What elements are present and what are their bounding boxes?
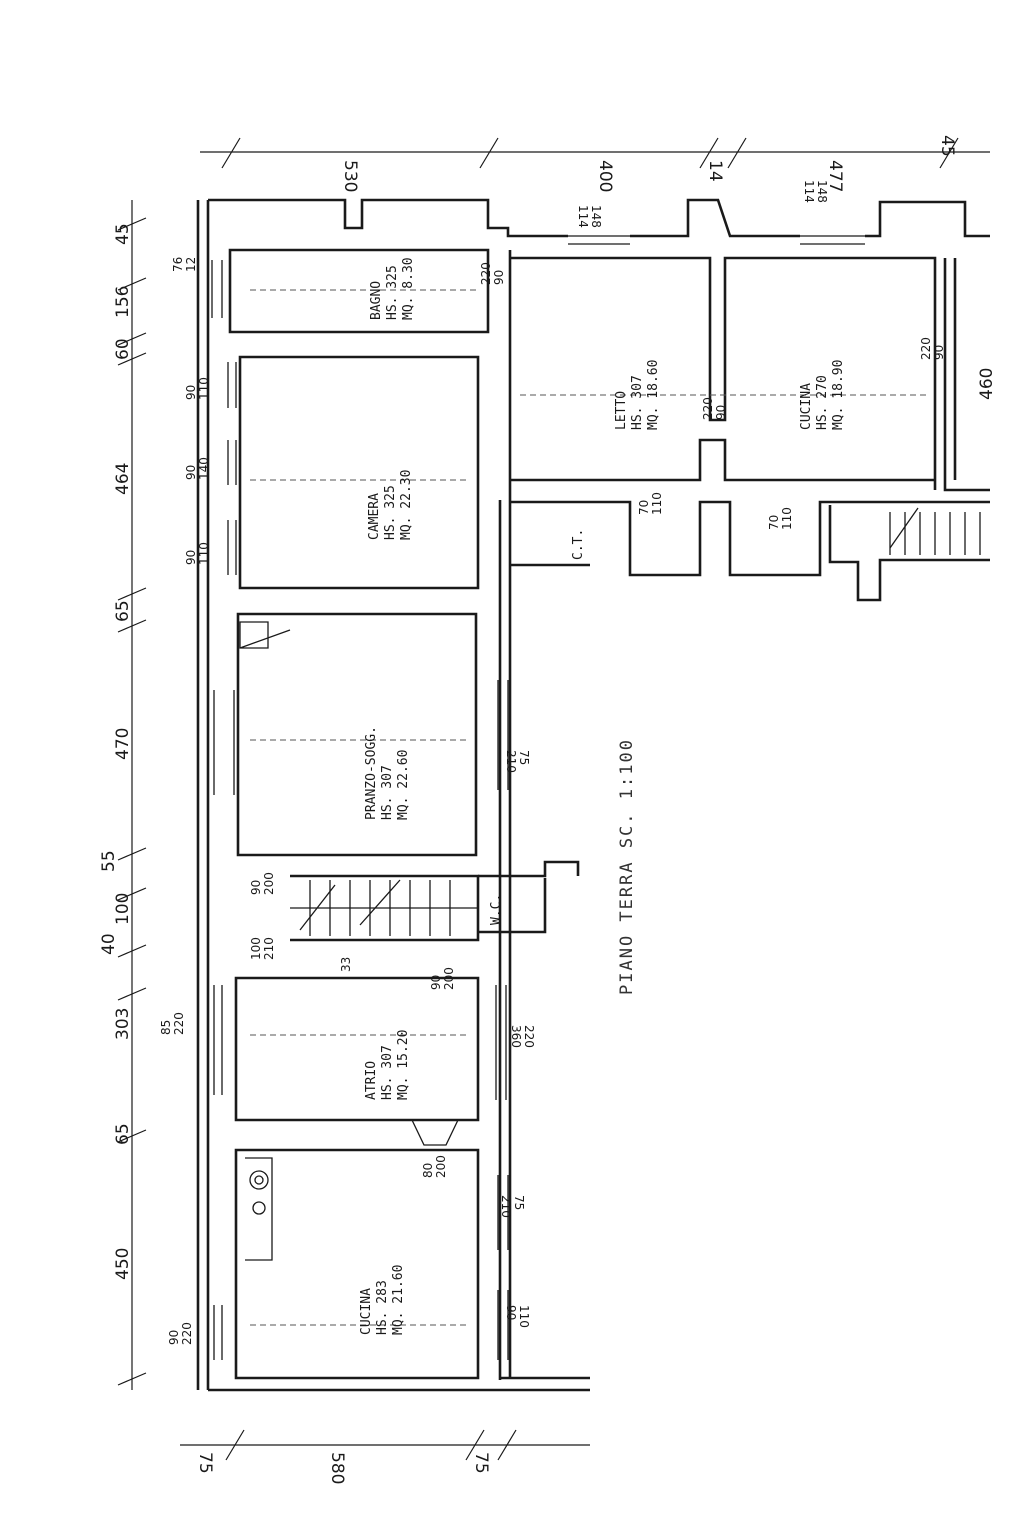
dim-text: 75 — [471, 1452, 491, 1474]
dim-text: 45 — [113, 223, 133, 245]
dim-text: 70110 — [767, 507, 794, 530]
room-area: MQ. 21.60 — [391, 1265, 406, 1335]
dim-text: 148114 — [802, 180, 829, 203]
dim-text: 65 — [113, 600, 133, 622]
drawing-title: PIANO TERRA SC. 1:100 — [617, 738, 637, 995]
dim-text: 80200 — [421, 1155, 448, 1178]
room-area: MQ. 18.90 — [831, 360, 846, 430]
room-name: BAGNO — [369, 281, 384, 320]
left-dimensions: 45 156 60 464 65 470 55 100 40 303 65 45… — [99, 223, 133, 1280]
room-height: HS. 307 — [380, 1045, 395, 1100]
room-name: CUCINA — [799, 383, 814, 430]
room-label-cucina-left: CUCINA HS. 283 MQ. 21.60 — [359, 1265, 406, 1335]
dim-text: 90220 — [167, 1322, 194, 1345]
dim-text: 156 — [113, 286, 133, 318]
dim-text: 100 — [113, 893, 133, 925]
dimension-lines — [117, 137, 990, 1461]
room-label-bagno: BAGNO HS. 325 MQ. 8.30 — [369, 257, 416, 320]
room-label-letto: LETTO HS. 307 MQ. 18.60 — [614, 360, 661, 430]
room-area: MQ. 8.30 — [401, 257, 416, 320]
dim-text: 70110 — [637, 492, 664, 515]
room-height: HS. 325 — [385, 265, 400, 320]
room-area: MQ. 15.20 — [396, 1030, 411, 1100]
room-area: MQ. 22.30 — [399, 470, 414, 540]
dim-text: 90200 — [249, 872, 276, 895]
dim-text: 75 — [195, 1452, 215, 1474]
room-area: MQ. 22.60 — [396, 750, 411, 820]
dim-text: 7612 — [171, 257, 198, 272]
dim-text: 400 — [595, 160, 615, 192]
opening-dimensions: 148114 148114 7612 90110 90140 90110 701… — [159, 180, 946, 1345]
dim-text: 580 — [327, 1452, 347, 1484]
walls — [196, 198, 990, 1392]
top-dimensions: 530 400 14 477 45 — [340, 135, 957, 192]
dim-text: 22090 — [701, 397, 728, 420]
room-label-wc: W.C. — [489, 894, 504, 925]
dim-text: 45 — [937, 135, 957, 157]
room-name: ATRIO — [364, 1061, 379, 1100]
room-area: MQ. 18.60 — [646, 360, 661, 430]
dim-text: 90110 — [184, 377, 211, 400]
dim-text: 464 — [113, 463, 133, 495]
openings — [211, 235, 946, 1360]
room-label-camera: CAMERA HS. 325 MQ. 22.30 — [367, 470, 414, 540]
stair-treads — [290, 507, 981, 936]
room-name: CUCINA — [359, 1288, 374, 1335]
room-label-pranzo: PRANZO-SOGG. HS. 307 MQ. 22.60 — [364, 726, 411, 820]
dim-text: 60 — [113, 338, 133, 360]
dim-text: 11090 — [504, 1305, 531, 1328]
center-axes — [250, 289, 930, 1326]
dim-text: 33 — [339, 957, 353, 972]
room-height: HS. 307 — [630, 375, 645, 430]
room-label-cucina-right: CUCINA HS. 270 MQ. 18.90 — [799, 360, 846, 430]
dim-text: 450 — [113, 1248, 133, 1280]
dim-text: 22090 — [919, 337, 946, 360]
room-name: PRANZO-SOGG. — [364, 726, 379, 820]
room-name: LETTO — [614, 391, 629, 430]
right-dimension: 460 — [977, 368, 997, 400]
room-height: HS. 307 — [380, 765, 395, 820]
dim-text: 40 — [99, 933, 119, 955]
dim-text: 75210 — [504, 750, 531, 773]
dim-text: 477 — [825, 160, 845, 192]
dim-text: 55 — [99, 850, 119, 872]
bottom-dimensions: 75 580 75 — [195, 1452, 491, 1484]
dim-text: 470 — [113, 728, 133, 760]
dim-text: 530 — [340, 160, 360, 192]
room-height: HS. 325 — [383, 485, 398, 540]
dim-text: 100210 — [249, 937, 276, 960]
dim-text: 90110 — [184, 542, 211, 565]
dim-text: 75210 — [499, 1195, 526, 1218]
dim-text: 220360 — [509, 1025, 536, 1048]
dim-text: 14 — [705, 160, 725, 182]
room-label-ct: C.T. — [571, 529, 586, 560]
dim-text: 85220 — [159, 1012, 186, 1035]
room-label-atrio: ATRIO HS. 307 MQ. 15.20 — [364, 1030, 411, 1100]
dim-text: 22090 — [479, 262, 506, 285]
room-name: CAMERA — [367, 493, 382, 540]
dim-text: 90200 — [429, 967, 456, 990]
dim-text: 303 — [113, 1008, 133, 1040]
room-height: HS. 283 — [375, 1280, 390, 1335]
dim-text: 90140 — [184, 457, 211, 480]
dim-text: 65 — [113, 1123, 133, 1145]
room-height: HS. 270 — [815, 375, 830, 430]
dim-text: 148114 — [576, 205, 603, 228]
